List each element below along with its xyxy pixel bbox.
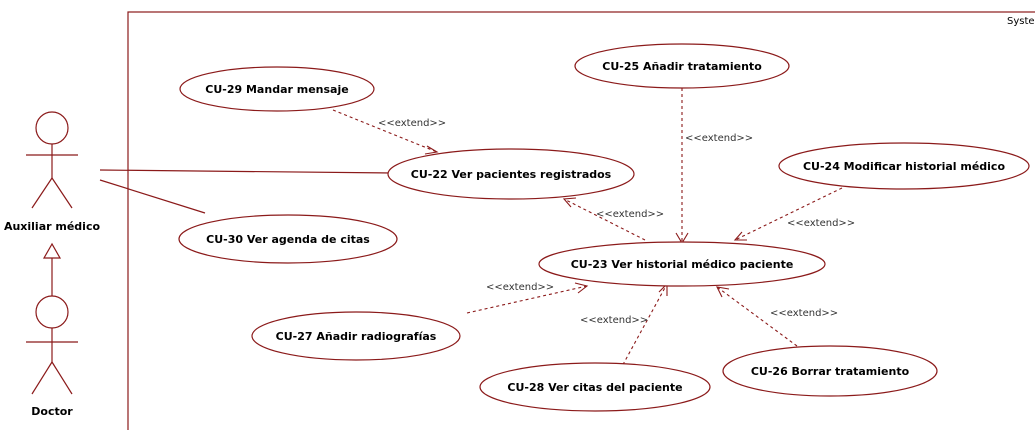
extend-cu27-cu23 <box>466 285 588 314</box>
use-case-cu23[interactable]: CU-23 Ver historial médico paciente <box>538 241 826 287</box>
actor-doctor[interactable]: Doctor <box>26 295 78 418</box>
actor-right-leg <box>51 177 73 209</box>
arrowhead <box>716 286 730 298</box>
extend-label: <<extend>> <box>378 118 446 129</box>
generalization-arrowhead <box>42 242 62 259</box>
extend-label: <<extend>> <box>580 315 648 326</box>
association-cu22 <box>99 169 393 174</box>
use-case-label: CU-23 Ver historial médico paciente <box>571 258 794 271</box>
actor-auxiliar-label: Auxiliar médico <box>4 220 101 233</box>
actor-auxiliar-medico[interactable]: Auxiliar médico <box>4 111 101 233</box>
actor-doctor-label: Doctor <box>31 405 73 418</box>
association-cu30 <box>99 179 206 214</box>
use-case-cu25[interactable]: CU-25 Añadir tratamiento <box>574 43 790 89</box>
extend-label: <<extend>> <box>596 209 664 220</box>
extend-label: <<extend>> <box>685 133 753 144</box>
use-case-label: CU-24 Modificar historial médico <box>803 160 1005 173</box>
system-boundary <box>127 11 1035 430</box>
extend-label: <<extend>> <box>787 218 855 229</box>
extend-label: <<extend>> <box>486 282 554 293</box>
actor-left-leg <box>31 177 53 209</box>
extend-label: <<extend>> <box>770 308 838 319</box>
arrowhead <box>733 231 747 241</box>
actor-left-leg <box>31 361 53 395</box>
use-case-label: CU-25 Añadir tratamiento <box>602 60 762 73</box>
extend-cu29-cu22 <box>332 109 438 153</box>
use-case-cu22[interactable]: CU-22 Ver pacientes registrados <box>387 148 635 200</box>
extend-cu26-cu23 <box>716 286 798 347</box>
use-case-label: CU-27 Añadir radiografías <box>276 330 437 343</box>
use-case-cu29[interactable]: CU-29 Mandar mensaje <box>179 66 375 112</box>
arrowhead <box>562 197 577 208</box>
extend-cu24-cu23 <box>734 187 843 241</box>
use-case-label: CU-30 Ver agenda de citas <box>206 233 370 246</box>
use-case-cu26[interactable]: CU-26 Borrar tratamiento <box>722 345 938 397</box>
extend-cu28-cu23 <box>619 283 668 371</box>
actor-head <box>35 111 69 145</box>
use-case-label: CU-22 Ver pacientes registrados <box>411 168 612 181</box>
actor-right-leg <box>51 361 73 395</box>
actor-head <box>35 295 69 329</box>
arrowhead <box>574 282 589 294</box>
use-case-cu28[interactable]: CU-28 Ver citas del paciente <box>479 362 711 412</box>
use-case-label: CU-28 Ver citas del paciente <box>507 381 682 394</box>
use-case-label: CU-29 Mandar mensaje <box>205 83 348 96</box>
use-case-cu30[interactable]: CU-30 Ver agenda de citas <box>178 214 398 264</box>
use-case-cu27[interactable]: CU-27 Añadir radiografías <box>251 311 461 361</box>
system-label: Syste <box>1007 16 1035 27</box>
arrowhead <box>424 145 439 155</box>
use-case-cu24[interactable]: CU-24 Modificar historial médico <box>778 142 1030 190</box>
use-case-label: CU-26 Borrar tratamiento <box>751 365 910 378</box>
